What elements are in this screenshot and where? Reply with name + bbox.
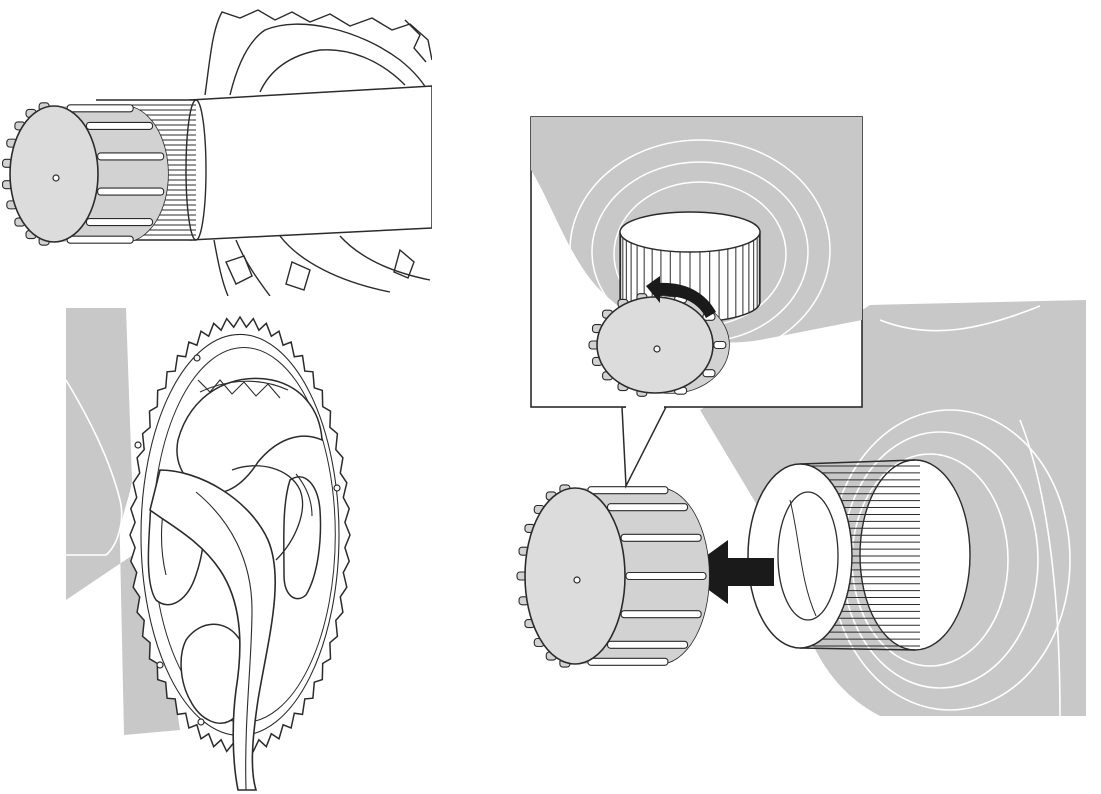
cap-rib [620,533,702,542]
cap-center-hole [52,174,60,182]
callout-pointer [621,406,668,489]
cap-face [524,487,626,665]
cap-face [596,296,714,394]
spline-end [185,99,207,241]
crankset-panel [65,308,351,791]
cap-rib [66,104,134,113]
axle-bore-thread [789,499,817,617]
cap-rib [97,152,165,161]
cap-rib [607,503,689,512]
chainring-outline-top [204,9,432,296]
detail-inset [530,116,863,489]
cap-center-hole [573,576,581,584]
crank-arm [149,469,277,791]
cap-center-hole [653,345,661,353]
counterclockwise-arrow-icon [646,276,716,318]
cap-rib [620,610,702,619]
cap-rib [607,640,689,649]
cap-rib [713,340,727,350]
crank-cap-removed [516,484,710,668]
spline-top-edge [799,459,916,465]
axle-with-cap-panel [1,9,432,296]
cap-rib [587,657,669,666]
cap-rib [625,571,707,581]
chainring-bolts [134,354,341,726]
cap-rib [85,121,154,130]
crank-arm-edge [231,465,304,561]
spline-bottom-edge [799,647,916,651]
cap-rib [587,486,669,495]
crank-cap-top [1,102,169,246]
axle-housing-face [859,459,971,651]
cap-rib [97,187,165,196]
spline-top [619,211,761,253]
cap-face [9,105,99,243]
axle-body [189,85,432,241]
frame-edge-line [65,379,123,556]
cap-rib [85,218,154,227]
crank-arm-ridge [195,491,253,791]
cap-rib [66,235,134,244]
inset-crank-cap [588,293,730,397]
axle-bore [777,491,839,621]
